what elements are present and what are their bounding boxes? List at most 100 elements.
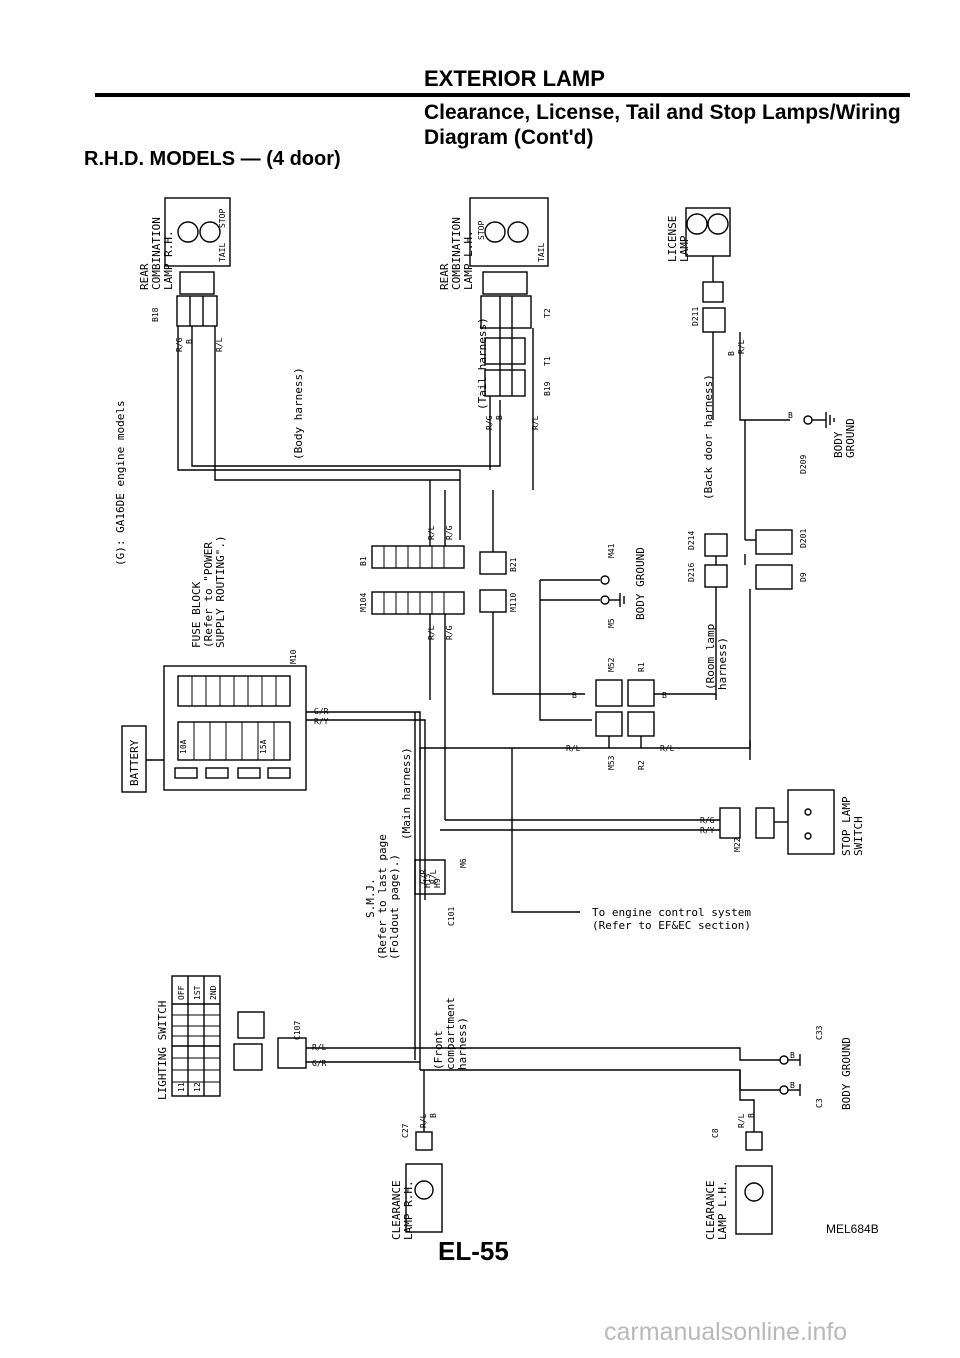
wire-rg-4: R/G	[445, 625, 454, 640]
body-ground-label-a: BODY	[832, 431, 845, 458]
switch-header-off: OFF	[177, 985, 186, 1000]
connector-d216: D216	[687, 563, 696, 582]
wire-rl-10: R/L	[419, 1113, 428, 1128]
section-title: EXTERIOR LAMP	[424, 66, 605, 91]
connector-h13: H13	[423, 873, 432, 888]
rear-combination-lamp-rh	[164, 197, 231, 327]
subtitle-line-1: Clearance, License, Tail and Stop Lamps/…	[424, 101, 901, 124]
lh-tail-label: TAIL	[537, 243, 546, 262]
front-compartment-harness-label-3: harness)	[456, 1017, 469, 1070]
wire-b-4: B	[572, 691, 577, 700]
connector-b1: B1	[359, 556, 368, 566]
room-lamp-harness-label-1: (Room lamp	[704, 624, 717, 690]
connector-c27: C27	[401, 1123, 410, 1138]
switch-row-11: 11	[177, 1082, 186, 1092]
clearance-lh-label-1: CLEARANCE	[704, 1180, 717, 1240]
rear-combi-lh-label-2: COMBINATION	[450, 217, 463, 290]
license-lamp-label-1: LICENSE	[666, 216, 679, 262]
stop-lamp-switch	[787, 789, 835, 855]
connector-m6: M6	[459, 858, 468, 868]
fuse-block-label-1: FUSE BLOCK	[190, 581, 203, 648]
front-compartment-harness-label-2: compartment	[444, 997, 457, 1070]
fuse-block-label-2: (Refer to "POWER	[202, 542, 215, 648]
wire-b-2: B	[495, 415, 504, 420]
wire-rg-3: R/G	[445, 525, 454, 540]
connector-t1: T1	[543, 356, 552, 366]
wire-ry-2: R/Y	[700, 826, 715, 835]
connector-c8: C8	[711, 1128, 720, 1138]
fuse-block	[163, 665, 307, 791]
connector-m10: M10	[289, 649, 298, 664]
rear-combi-rh-label-2: COMBINATION	[150, 217, 163, 290]
wire-b-5: B	[662, 691, 667, 700]
license-lamp-label-2: LAMP	[678, 235, 691, 262]
connector-b21: B21	[509, 557, 518, 572]
body-ground-label-2: BODY GROUND	[840, 1037, 853, 1110]
connector-m22: M22	[733, 837, 742, 852]
wire-rl-3: R/L	[737, 339, 746, 354]
wire-b-7: B	[747, 1113, 756, 1118]
wire-rl-8: R/L	[312, 1043, 327, 1052]
clearance-lamp-lh	[735, 1131, 773, 1235]
back-door-harness-label: (Back door harness)	[702, 374, 715, 500]
figure-code: MEL684B	[826, 1222, 879, 1236]
front-compartment-harness-label-1: (Front	[432, 1030, 445, 1070]
battery-label: BATTERY	[128, 739, 141, 786]
body-ground-label-1: BODY GROUND	[634, 547, 647, 620]
fuse-block-label-3: SUPPLY ROUTING".)	[214, 535, 227, 648]
rear-combi-rh-label-3: LAMP R.H.	[162, 230, 175, 290]
wire-rg-2: R/G	[485, 415, 494, 430]
connector-t2: T2	[543, 308, 552, 318]
connector-m41: M41	[607, 543, 616, 558]
connector-b19: B19	[543, 381, 552, 396]
smj-label-1: S.M.J.	[364, 878, 377, 918]
wire-rl-2: R/L	[531, 415, 540, 430]
wire-b-9: B	[790, 1081, 795, 1090]
room-lamp-harness-label-2: harness)	[716, 637, 729, 690]
body-harness-label: (Body harness)	[292, 367, 305, 460]
connector-r1: R1	[637, 662, 646, 672]
wire-rl-11: R/L	[737, 1113, 746, 1128]
connector-m5: M5	[607, 618, 616, 628]
clearance-lh-label-2: LAMP L.H.	[716, 1180, 729, 1240]
connector-d9: D9	[799, 572, 808, 582]
connector-r2: R2	[637, 760, 646, 770]
connector-c107: C107	[293, 1021, 302, 1040]
smj-label-3: (Foldout page).)	[388, 854, 401, 960]
connector-d211: D211	[691, 307, 700, 326]
lighting-switch	[171, 975, 221, 1097]
battery	[121, 725, 147, 793]
wire-b-6: B	[429, 1113, 438, 1118]
wire-b-1: B	[185, 339, 194, 344]
wire-gr-1: G/R	[314, 707, 329, 716]
rh-tail-label: TAIL	[218, 243, 227, 262]
fuse-15a-label: 15A	[259, 739, 268, 754]
clearance-rh-label-1: CLEARANCE	[390, 1180, 403, 1240]
header-rule	[95, 93, 910, 97]
engine-note-line-1: To engine control system	[592, 906, 751, 919]
wire-rl-9: R/L	[429, 869, 438, 884]
connector-d209: D209	[799, 455, 808, 474]
lighting-switch-label: LIGHTING SWITCH	[156, 1001, 169, 1100]
ga16-engine-note: (G): GA16DE engine models	[114, 400, 127, 566]
connector-c3: C3	[815, 1098, 824, 1108]
diagram-subtitle: Clearance, License, Tail and Stop Lamps/…	[424, 100, 901, 150]
connector-b18: B18	[151, 307, 160, 322]
connector-m52: M52	[607, 657, 616, 672]
wire-rg-1: R/G	[175, 337, 184, 352]
connector-d214: D214	[687, 531, 696, 550]
connector-d201: D201	[799, 529, 808, 548]
stop-lamp-switch-label-1: STOP LAMP	[840, 796, 853, 856]
connector-c101: C101	[447, 907, 456, 926]
wire-gr-2: G/R	[312, 1059, 327, 1068]
wire-rg-5: R/G	[700, 816, 715, 825]
connector-m104: M104	[359, 593, 368, 612]
rear-combination-lamp-lh	[469, 197, 549, 397]
wire-b-8: B	[790, 1051, 795, 1060]
switch-row-12: 12	[193, 1082, 202, 1092]
smj-label-2: (Refer to last page	[376, 834, 389, 960]
wire-gr-3: G/R	[419, 869, 428, 884]
lh-stop-label: STOP	[477, 221, 486, 240]
main-harness-label: (Main harness)	[400, 747, 413, 840]
model-label: R.H.D. MODELS — (4 door)	[84, 148, 341, 170]
